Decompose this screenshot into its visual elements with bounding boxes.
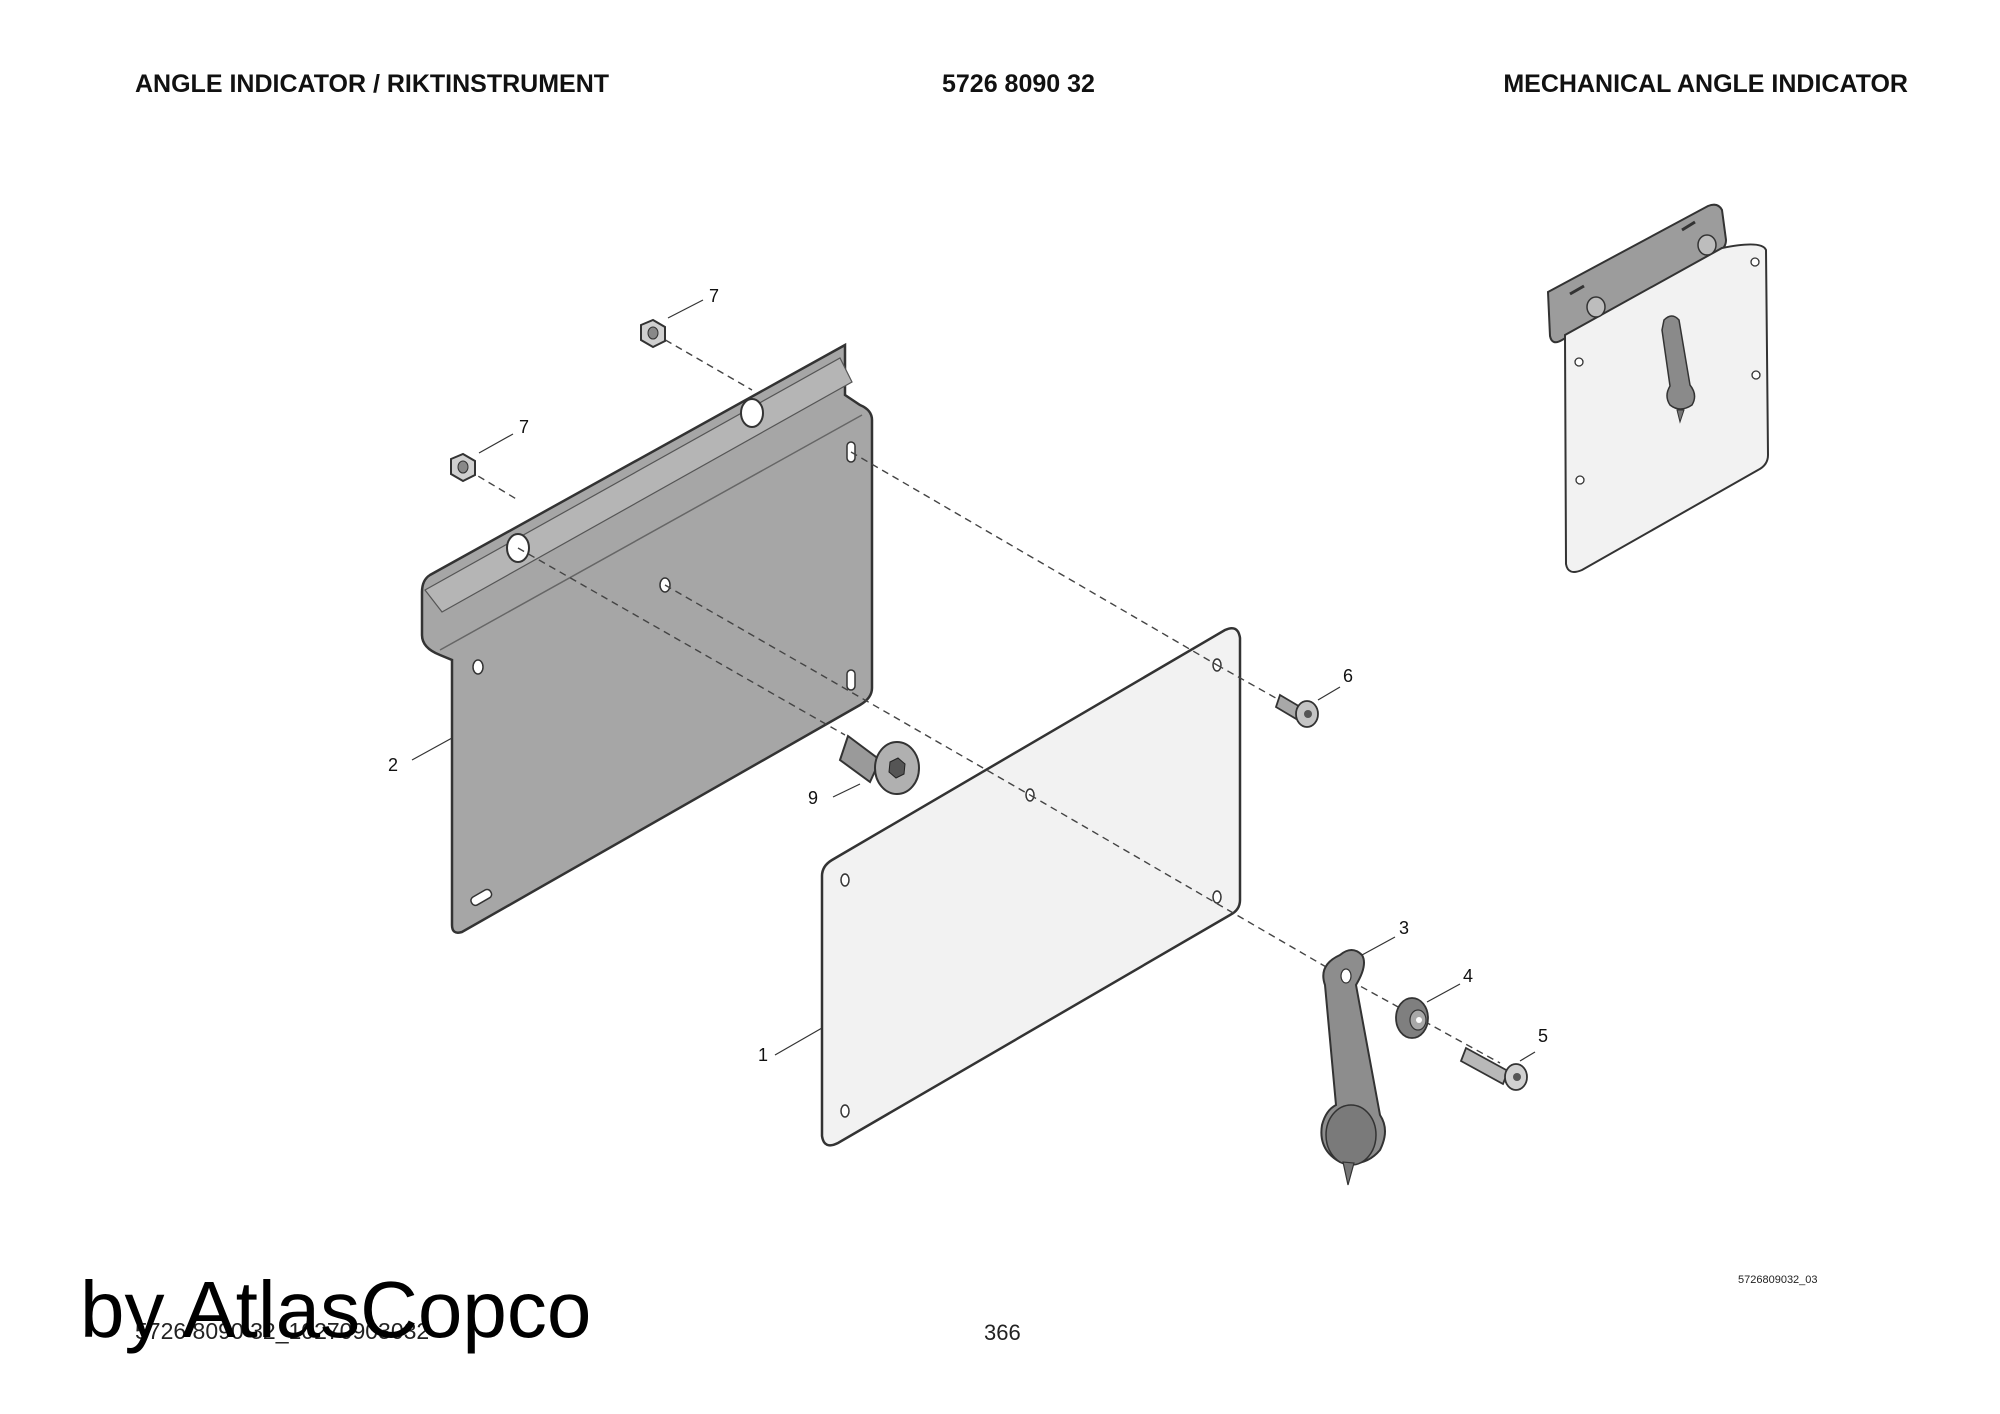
callout-pointer: 3	[1399, 918, 1409, 938]
callout-screw-small: 5	[1538, 1026, 1548, 1046]
callout-pivot-bolt: 9	[808, 788, 818, 808]
assembled-view-thumbnail	[1546, 203, 1770, 573]
watermark: by AtlasCopco	[80, 1265, 592, 1354]
angle-pointer	[1320, 949, 1386, 1186]
indicator-plate	[820, 627, 1242, 1147]
hex-nut-upper	[640, 318, 666, 349]
mounting-bracket	[420, 342, 874, 934]
callout-plate: 1	[758, 1045, 768, 1065]
pointer-washer	[1395, 997, 1429, 1039]
callout-nut-upper: 7	[709, 286, 719, 306]
callout-bracket: 2	[388, 755, 398, 775]
pointer-screw	[1459, 1046, 1528, 1091]
header-part-number: 5726 8090 32	[942, 70, 1095, 98]
footer-document-id: 5726 8090 32_10270903032	[135, 1318, 430, 1344]
assembly-lines	[467, 333, 1501, 1064]
hex-nut-lower	[450, 452, 476, 483]
callout-leaders	[411, 299, 1536, 1062]
drawing-code: 5726809032_03	[1738, 1274, 1818, 1286]
callout-screw-bracket: 6	[1343, 666, 1353, 686]
pivot-bolt	[838, 734, 920, 795]
callout-washer: 4	[1463, 966, 1473, 986]
header-title: ANGLE INDICATOR / RIKTINSTRUMENT	[135, 70, 610, 98]
bracket-screw	[1274, 693, 1319, 728]
header-description: MECHANICAL ANGLE INDICATOR	[1503, 70, 1908, 98]
page-number: 366	[984, 1320, 1021, 1345]
callout-nut-lower: 7	[519, 417, 529, 437]
